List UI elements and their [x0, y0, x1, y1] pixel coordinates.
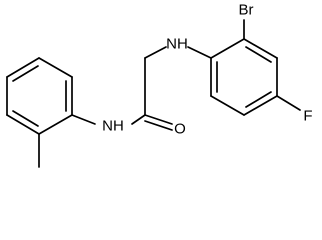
fluorine-bond: [276, 95, 301, 111]
tolyl-ring: [6, 57, 73, 135]
amine-n-ring-bond: [187, 46, 212, 59]
ch2-amine-n-bond: [144, 46, 167, 59]
fluorine-label: F: [303, 108, 312, 125]
bromine-label: Br: [239, 2, 254, 19]
ring-amide-n-bond: [71, 114, 96, 125]
amine-nh-label: NH: [166, 36, 188, 53]
bromofluorophenyl-ring: [210, 38, 278, 116]
oxygen-label: O: [174, 121, 186, 138]
amide-nh-label: NH: [102, 118, 124, 135]
amide-n-carbonyl-bond: [131, 114, 146, 125]
chemical-structure-diagram: Br NH NH O F: [6, 2, 313, 168]
carbonyl-double-bond: [144, 114, 173, 131]
